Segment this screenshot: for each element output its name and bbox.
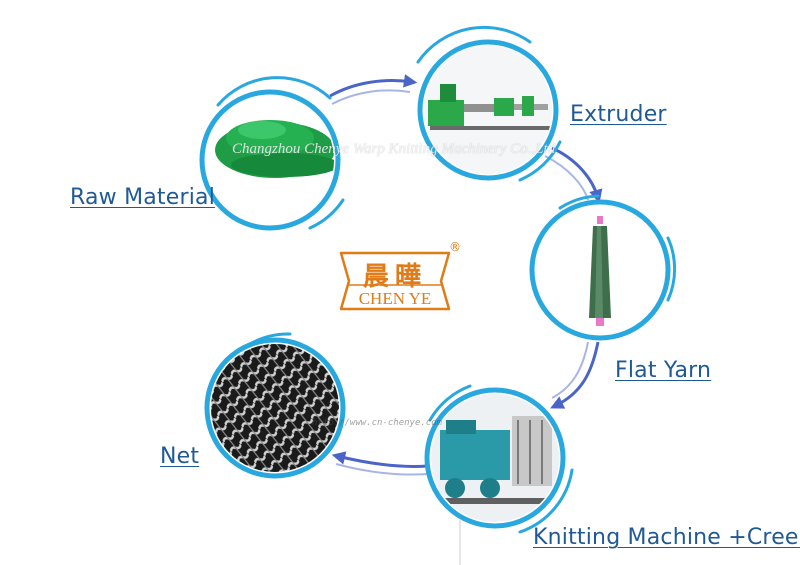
- knitting-machine-node: [424, 384, 574, 534]
- knitting-machine-label: Knitting Machine +Creel: [533, 525, 800, 550]
- arrow-raw-to-extruder-shadow: [331, 89, 411, 105]
- net-node: [204, 332, 346, 479]
- registered-mark-icon: ®: [449, 240, 461, 254]
- flat-yarn-outer-arc-2: [558, 194, 600, 210]
- flat-yarn-node: [529, 194, 677, 341]
- extruder-label: Extruder: [570, 102, 667, 127]
- arrow-raw-to-extruder: [329, 74, 418, 98]
- arrow-extruder-to-yarn: [551, 146, 603, 204]
- arrow-yarn-to-knitting-shadow: [551, 341, 589, 399]
- extruder-node: [416, 25, 562, 182]
- knitting-outer-arc-2: [518, 468, 574, 534]
- net-label: Net: [160, 444, 200, 469]
- extruder-image: [424, 46, 552, 174]
- flat-yarn-outer-arc: [666, 236, 677, 302]
- arrow-extruder-to-yarn-shadow: [544, 155, 589, 201]
- extruder-outer-arc-2: [518, 140, 562, 182]
- knitting-outer-arc: [428, 384, 472, 422]
- arrow-knitting-to-net: [331, 451, 429, 468]
- logo-english-text: CHEN YE: [358, 289, 432, 308]
- knitting-machine-image: [431, 394, 559, 522]
- arrow-knitting-to-net-shadow: [335, 463, 429, 476]
- logo-chinese-text: 晨曄: [362, 262, 427, 292]
- raw-material-outer-arc: [216, 76, 332, 107]
- net-image: [211, 344, 339, 472]
- raw-material-outer-arc-2: [308, 198, 345, 230]
- flat-yarn-image: [536, 206, 664, 334]
- chenye-logo: 晨曄 CHEN YE ®: [325, 240, 465, 317]
- extruder-outer-arc: [416, 25, 532, 64]
- raw-material-image: [206, 96, 334, 224]
- flat-yarn-label: Flat Yarn: [615, 358, 712, 383]
- arrow-yarn-to-knitting: [550, 341, 600, 409]
- raw-material-label: Raw Material: [70, 185, 216, 210]
- raw-material-node: [199, 76, 345, 231]
- logo-frame: [339, 251, 451, 311]
